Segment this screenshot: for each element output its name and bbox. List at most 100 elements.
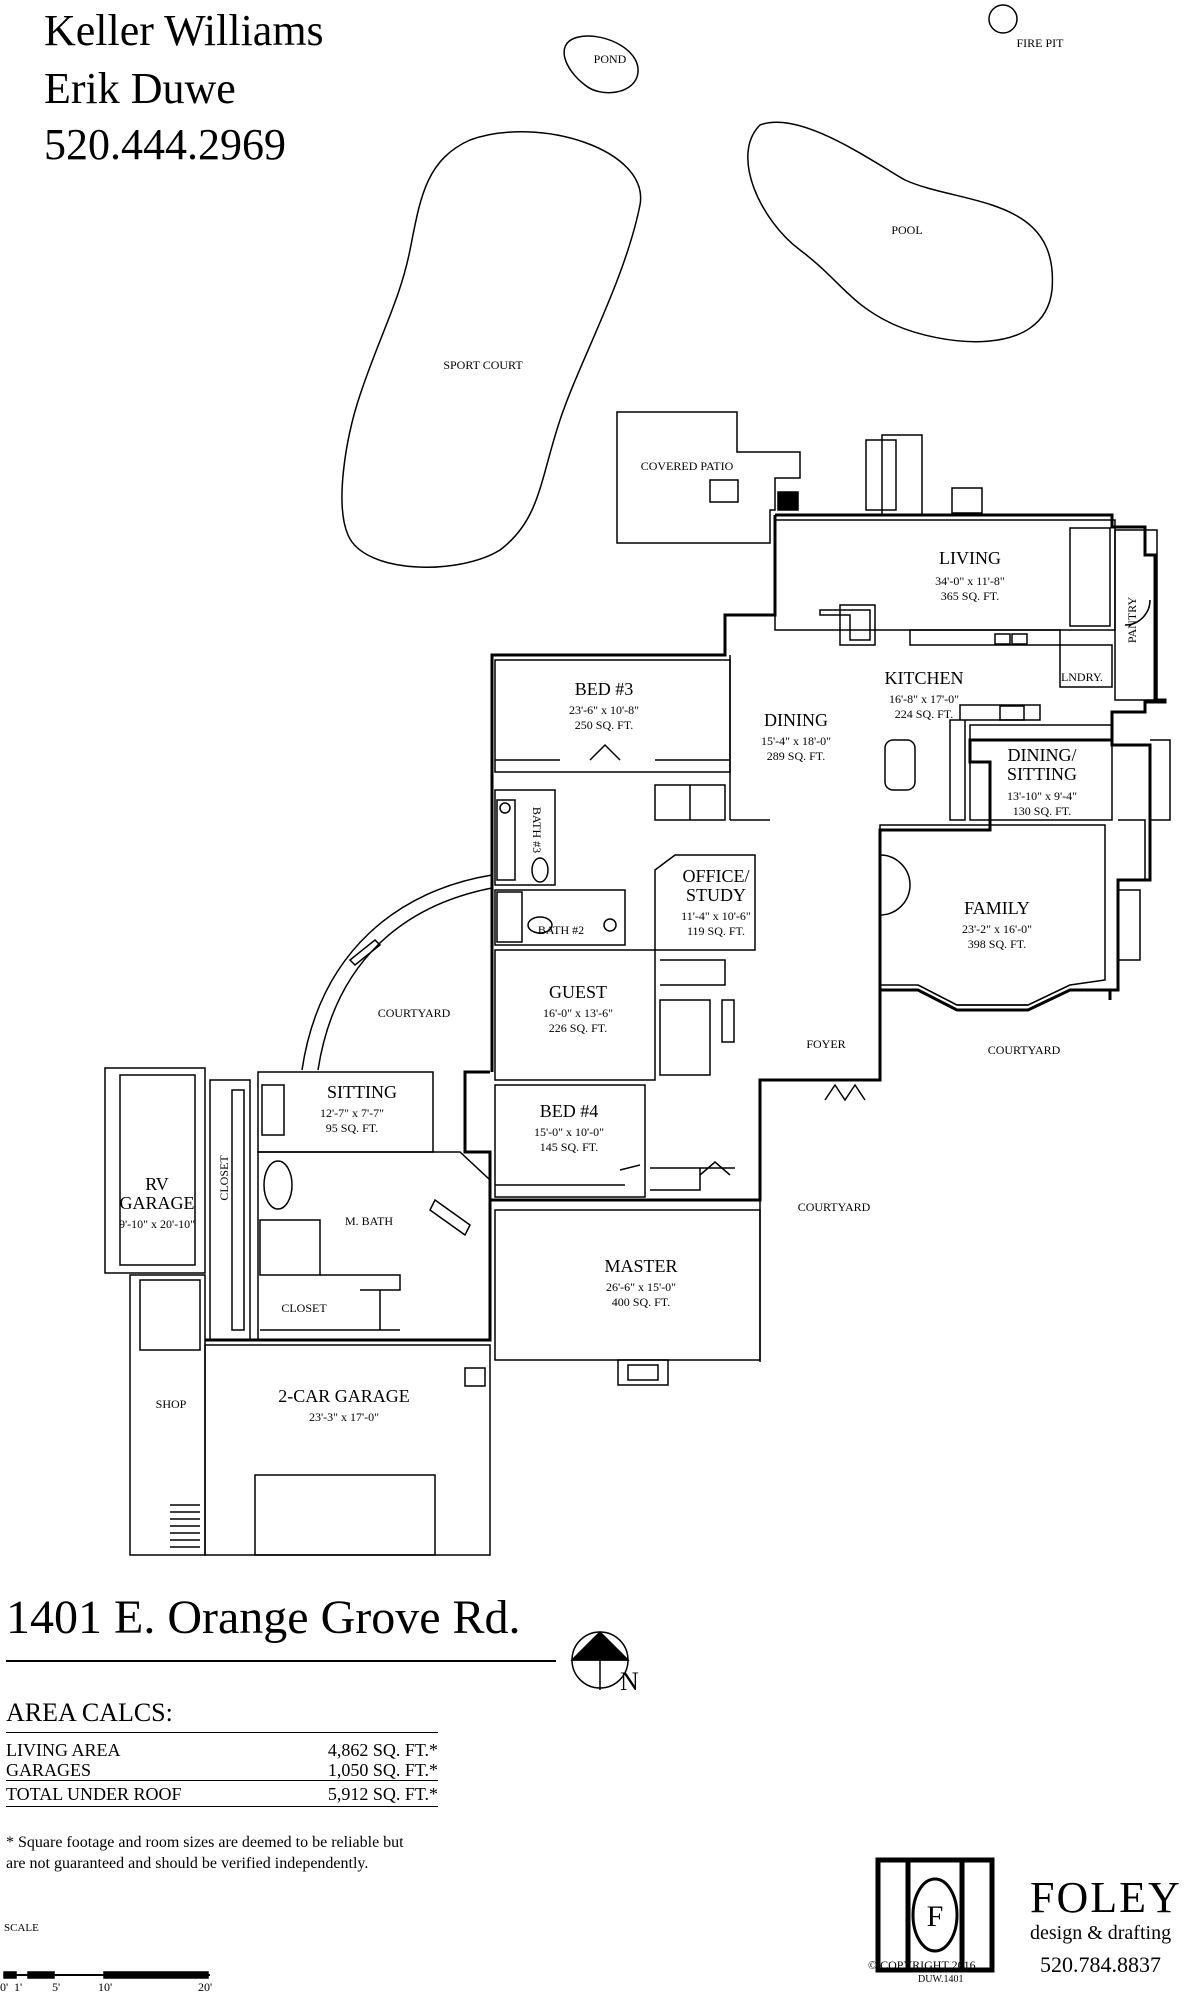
cooktop xyxy=(999,705,1025,721)
kitchen-dim: 16'-8" x 17'-0" xyxy=(889,692,959,706)
pond-shape xyxy=(563,35,639,94)
bath3-room xyxy=(494,789,556,886)
chimney-2 xyxy=(881,434,923,516)
agent-phone: 520.444.2969 xyxy=(44,120,286,169)
living-fireplace xyxy=(819,609,871,641)
guest-closet-2 xyxy=(721,999,735,1043)
office-room xyxy=(654,854,756,951)
office-dim: 11'-4" x 10'-6" xyxy=(681,909,751,923)
guest-label: GUEST xyxy=(549,982,607,1002)
plan-id: DUW.1401 xyxy=(918,1974,964,1985)
chimney-1 xyxy=(865,439,897,511)
rv-garage-dim: 9'-10" x 20'-10" xyxy=(119,1217,195,1231)
chimney-3 xyxy=(951,487,983,514)
kitchen-counter-east xyxy=(949,704,1041,821)
master-dim: 26'-6" x 15'-0" xyxy=(606,1280,676,1294)
company-phone: 520.784.8837 xyxy=(1040,1952,1161,1977)
east-bumpout-2 xyxy=(1118,819,1146,881)
calc-label: LIVING AREA xyxy=(6,1740,121,1760)
rv-garage-door xyxy=(119,1074,196,1266)
bath2-label: BATH #2 xyxy=(538,923,584,937)
bath2-room xyxy=(494,889,626,946)
north-label: N xyxy=(620,1667,639,1696)
master-doors xyxy=(699,1161,731,1176)
mbath-label: M. BATH xyxy=(345,1214,393,1228)
dining-dim: 15'-4" x 18'-0" xyxy=(761,734,831,748)
master-label: MASTER xyxy=(604,1256,677,1276)
living-label: LIVING xyxy=(939,548,1001,568)
fireplace-hearth xyxy=(839,604,876,646)
kitchen-sink xyxy=(994,633,1011,645)
pantry-door xyxy=(1124,599,1151,626)
east-bumpout-3 xyxy=(1118,889,1141,961)
courtyard-south-label: COURTYARD xyxy=(798,1200,871,1214)
dining-sitting-area: 130 SQ. FT. xyxy=(1013,804,1071,818)
bed3-hall-closet xyxy=(654,784,726,821)
calc-value: 5,912 SQ. FT.* xyxy=(327,1784,438,1804)
bath3-sink xyxy=(499,802,511,814)
dining-label: DINING xyxy=(764,710,828,730)
sport-court-label: SPORT COURT xyxy=(443,358,523,372)
foley-logo-letter: F xyxy=(927,1900,944,1933)
covered-patio-label: COVERED PATIO xyxy=(641,459,734,473)
company-name: FOLEY xyxy=(1030,1873,1182,1922)
covered-patio-outline xyxy=(616,411,801,544)
fire-pit-shape xyxy=(988,4,1018,34)
office-area: 119 SQ. FT. xyxy=(687,924,745,938)
courtyard-arc xyxy=(301,874,493,1071)
dining-sitting-label-2: SITTING xyxy=(1007,764,1077,784)
kitchen-label: KITCHEN xyxy=(885,668,964,688)
calcs-divider xyxy=(6,1806,438,1807)
office-label-1: OFFICE/ xyxy=(682,866,749,886)
bed4-area: 145 SQ. FT. xyxy=(540,1140,598,1154)
fire-pit-label: FIRE PIT xyxy=(1016,36,1064,50)
sitting-area: 95 SQ. FT. xyxy=(326,1121,378,1135)
shop-room xyxy=(129,1274,206,1556)
courtyard-west-label: COURTYARD xyxy=(378,1006,451,1020)
calc-value: 4,862 SQ. FT.* xyxy=(327,1740,438,1760)
calc-value: 1,050 SQ. FT.* xyxy=(327,1760,438,1780)
foyer-label: FOYER xyxy=(806,1037,845,1051)
living-area: 365 SQ. FT. xyxy=(941,589,999,603)
rv-garage xyxy=(104,1067,206,1274)
pool-label: POOL xyxy=(891,223,922,237)
bath2-sink xyxy=(603,918,617,932)
bed4-label: BED #4 xyxy=(540,1101,599,1121)
family-area: 398 SQ. FT. xyxy=(968,937,1026,951)
bath2-toilet xyxy=(527,916,553,934)
pantry-label: PANTRY xyxy=(1125,597,1139,644)
closet-b-label: CLOSET xyxy=(281,1301,327,1315)
garage-label: 2-CAR GARAGE xyxy=(278,1386,410,1406)
guest-area: 226 SQ. FT. xyxy=(549,1021,607,1035)
brokerage-name: Keller Williams xyxy=(44,6,324,55)
bath3-toilet xyxy=(531,857,549,883)
kitchen-area: 224 SQ. FT. xyxy=(895,707,953,721)
grill-box xyxy=(709,479,739,503)
foley-logo-icon xyxy=(875,1857,995,1973)
address-underline xyxy=(6,1660,556,1662)
rv-garage-label-1: RV xyxy=(145,1174,169,1194)
office-closet xyxy=(660,959,726,986)
sitting-label: SITTING xyxy=(327,1082,397,1102)
courtyard-east-label: COURTYARD xyxy=(988,1043,1061,1057)
master-fireplace xyxy=(617,1359,669,1386)
shop-inner xyxy=(139,1279,201,1351)
family-label: FAMILY xyxy=(964,898,1030,918)
scale-tick: 20' xyxy=(198,1980,213,1994)
courtyard-gate xyxy=(348,938,382,967)
master-area: 400 SQ. FT. xyxy=(612,1295,670,1309)
scale-label: SCALE xyxy=(4,1922,39,1934)
bed3-door xyxy=(589,743,621,761)
bed3-room xyxy=(494,659,731,773)
bed4-dim: 15'-0" x 10'-0" xyxy=(534,1125,604,1139)
two-car-garage xyxy=(204,1344,491,1556)
family-door xyxy=(879,854,911,916)
master-closets xyxy=(650,1167,735,1191)
family-bay xyxy=(917,984,1071,1006)
garage-box xyxy=(464,1367,486,1387)
laundry-label: LNDRY. xyxy=(1061,670,1103,684)
sitting-window xyxy=(261,1084,285,1136)
courtyard-arc-inner xyxy=(317,887,493,1071)
pool-shape xyxy=(747,121,1054,343)
